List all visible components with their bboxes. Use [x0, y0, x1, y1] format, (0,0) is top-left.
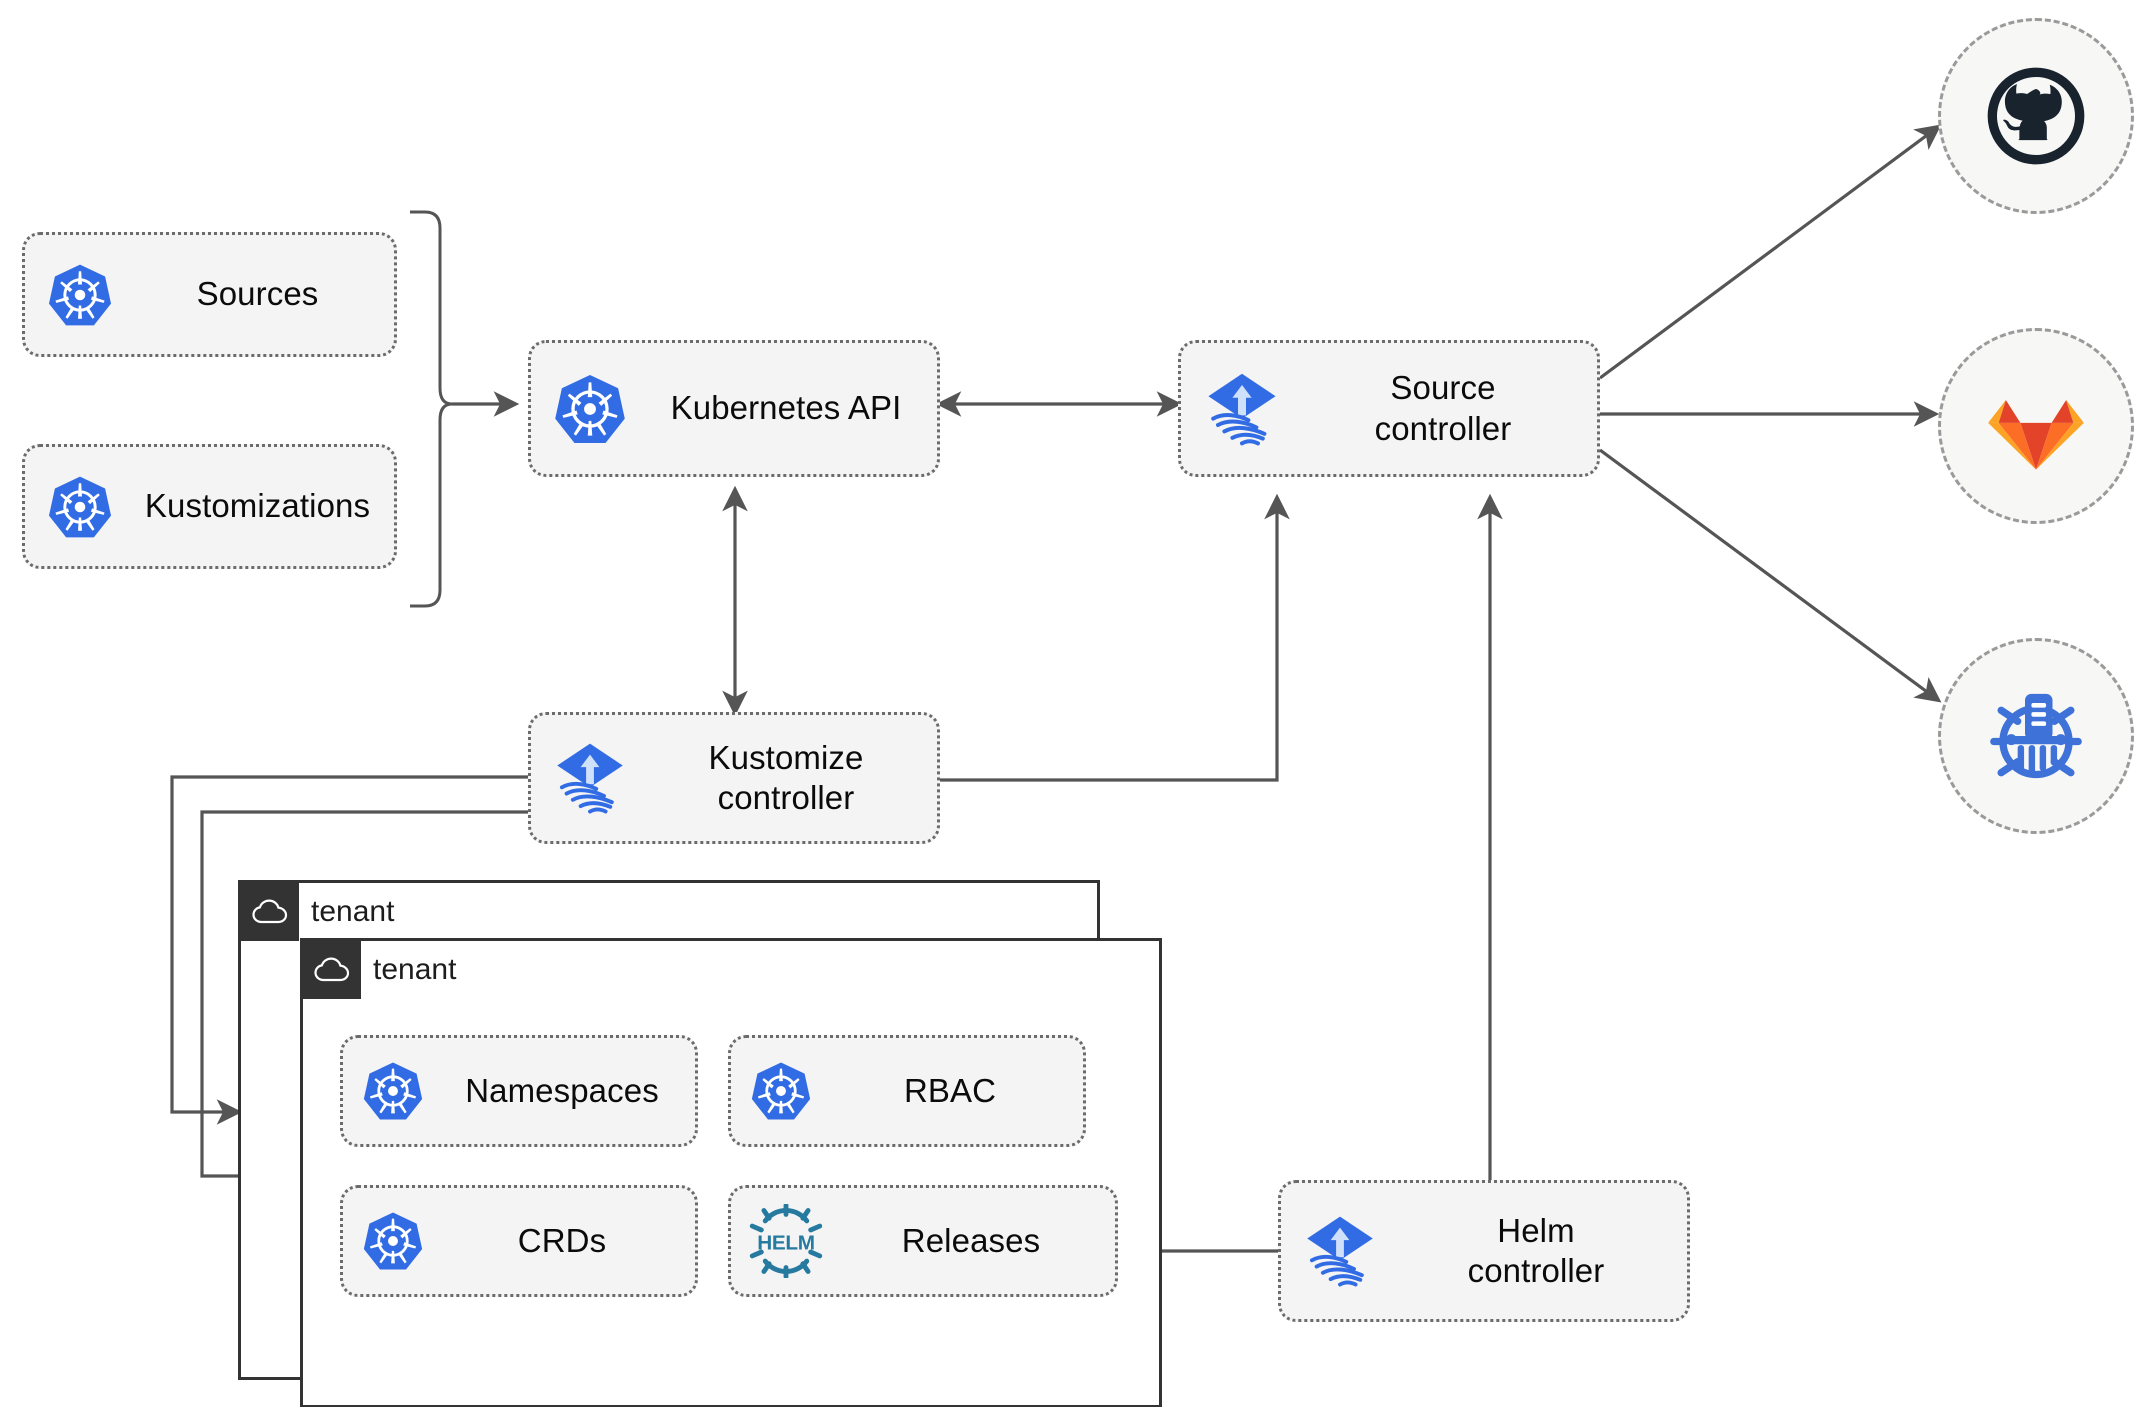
helm-repository-icon — [1990, 693, 2082, 779]
cloud-icon — [252, 899, 288, 924]
node-releases-label: Releases — [901, 1221, 1041, 1259]
node-source-controller-line2: controller — [1374, 409, 1512, 447]
edge-source-to-helm-repo — [1599, 448, 1942, 703]
provider-github[interactable] — [1938, 18, 2134, 214]
node-kustomizations-label: Kustomizations — [144, 487, 371, 525]
node-kustomize-controller-line2: controller — [717, 779, 855, 816]
kubernetes-icon — [25, 474, 135, 540]
node-helm-controller-line1: Helm — [1497, 1211, 1575, 1249]
node-kustomizations[interactable]: Kustomizations — [22, 444, 397, 569]
node-kustomize-controller-line1: Kustomize — [708, 738, 864, 776]
node-kustomize-controller-label: Kustomize controller — [649, 738, 937, 819]
group-bracket — [410, 210, 453, 608]
node-helm-controller-line2: controller — [1467, 1252, 1605, 1289]
flux-icon — [1181, 369, 1303, 449]
helm-icon: HELM — [731, 1204, 841, 1278]
node-source-controller-line1: Source — [1390, 369, 1496, 407]
cloud-icon — [314, 957, 350, 982]
flux-icon — [1281, 1212, 1399, 1290]
node-rbac[interactable]: RBAC — [728, 1035, 1086, 1147]
github-icon — [1987, 67, 2085, 165]
tenant-tab-outer — [241, 883, 299, 941]
kubernetes-icon — [343, 1060, 443, 1122]
node-kubernetes-api[interactable]: Kubernetes API — [528, 340, 940, 477]
edge-source-to-github — [1599, 124, 1942, 380]
node-rbac-label: RBAC — [903, 1071, 997, 1109]
node-sources[interactable]: Sources — [22, 232, 397, 357]
node-helm-controller-label: Helm controller — [1399, 1211, 1687, 1292]
node-kustomize-controller[interactable]: Kustomize controller — [528, 712, 940, 844]
kubernetes-icon — [531, 372, 649, 446]
kubernetes-icon — [731, 1060, 831, 1122]
tenant-container-inner[interactable]: tenant — [300, 938, 1162, 1407]
kubernetes-icon — [25, 262, 135, 328]
edge-kustomize-to-source — [940, 493, 1290, 782]
provider-helm-repository[interactable] — [1938, 638, 2134, 834]
provider-gitlab[interactable] — [1938, 328, 2134, 524]
node-crds[interactable]: CRDs — [340, 1185, 698, 1297]
node-namespaces-label: Namespaces — [465, 1071, 659, 1109]
node-namespaces[interactable]: Namespaces — [340, 1035, 698, 1147]
node-helm-controller[interactable]: Helm controller — [1278, 1180, 1690, 1322]
edge-kustomize-to-tenant-outer — [170, 775, 528, 1125]
tenant-label-outer: tenant — [311, 895, 395, 928]
flux-icon — [531, 739, 649, 817]
tenant-tab-inner — [303, 941, 361, 999]
gitlab-icon — [1988, 400, 2084, 470]
node-source-controller[interactable]: Source controller — [1178, 340, 1600, 477]
node-sources-label: Sources — [196, 275, 319, 313]
node-crds-label: CRDs — [517, 1221, 607, 1259]
node-source-controller-label: Source controller — [1303, 368, 1597, 449]
svg-text:HELM: HELM — [757, 1231, 815, 1254]
tenant-label-inner: tenant — [373, 953, 457, 986]
node-releases[interactable]: HELM Releases — [728, 1185, 1118, 1297]
kubernetes-icon — [343, 1210, 443, 1272]
node-kubernetes-api-label: Kubernetes API — [670, 389, 902, 427]
